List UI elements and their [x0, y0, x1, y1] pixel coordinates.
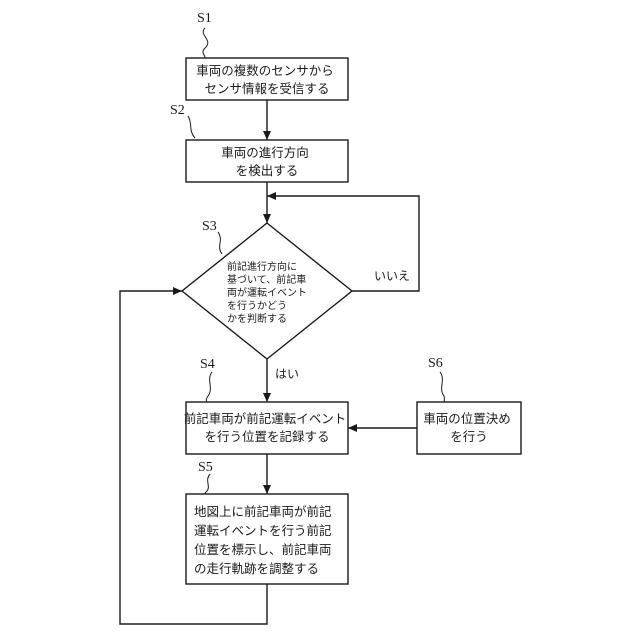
s6-leader — [440, 372, 444, 402]
s5-line-3: 位置を標示し、前記車両 — [194, 542, 332, 557]
s3-line-4: を行うかどう — [227, 299, 287, 312]
s4-line-2: を行う位置を記録する — [204, 429, 329, 444]
s3-line-1: 前記進行方向に — [227, 260, 297, 273]
s2-line-1: 車両の進行方向 — [221, 145, 309, 160]
s4-leader — [206, 372, 212, 402]
s3-line-5: かを判断する — [227, 312, 287, 325]
s4-line-1: 前記車両が前記運転イベント — [184, 411, 347, 426]
s1-line-2: センサ情報を受信する — [204, 81, 329, 96]
s5-step-label: S5 — [198, 460, 213, 475]
s5-line-1: 地図上に前記車両が前記 — [194, 504, 332, 519]
s6-line-2: を行う — [450, 429, 488, 444]
s3-line-3: 両が運転イベント — [227, 286, 307, 299]
s3-step-label: S3 — [202, 219, 217, 234]
edge-no-label: いいえ — [374, 269, 410, 283]
s3-line-2: 基づいて、前記車 — [227, 273, 306, 286]
s4-box — [186, 402, 348, 454]
edge-yes-label: はい — [275, 367, 299, 381]
s1-leader — [203, 28, 208, 58]
s6-line-1: 車両の位置決め — [423, 411, 511, 426]
s2-leader — [188, 116, 195, 138]
s2-line-2: を検出する — [236, 163, 299, 178]
s4-step-label: S4 — [200, 357, 215, 372]
s5-leader — [205, 474, 210, 494]
s3-leader — [218, 232, 222, 254]
s5-line-4: の走行軌跡を調整する — [194, 561, 319, 576]
s6-step-label: S6 — [428, 356, 443, 371]
s1-line-1: 車両の複数のセンサから — [196, 63, 334, 78]
s2-step-label: S2 — [170, 103, 185, 118]
s5-line-2: 運転イベントを行う前記 — [194, 523, 332, 538]
s1-step-label: S1 — [197, 11, 212, 26]
s6-box — [417, 402, 521, 454]
